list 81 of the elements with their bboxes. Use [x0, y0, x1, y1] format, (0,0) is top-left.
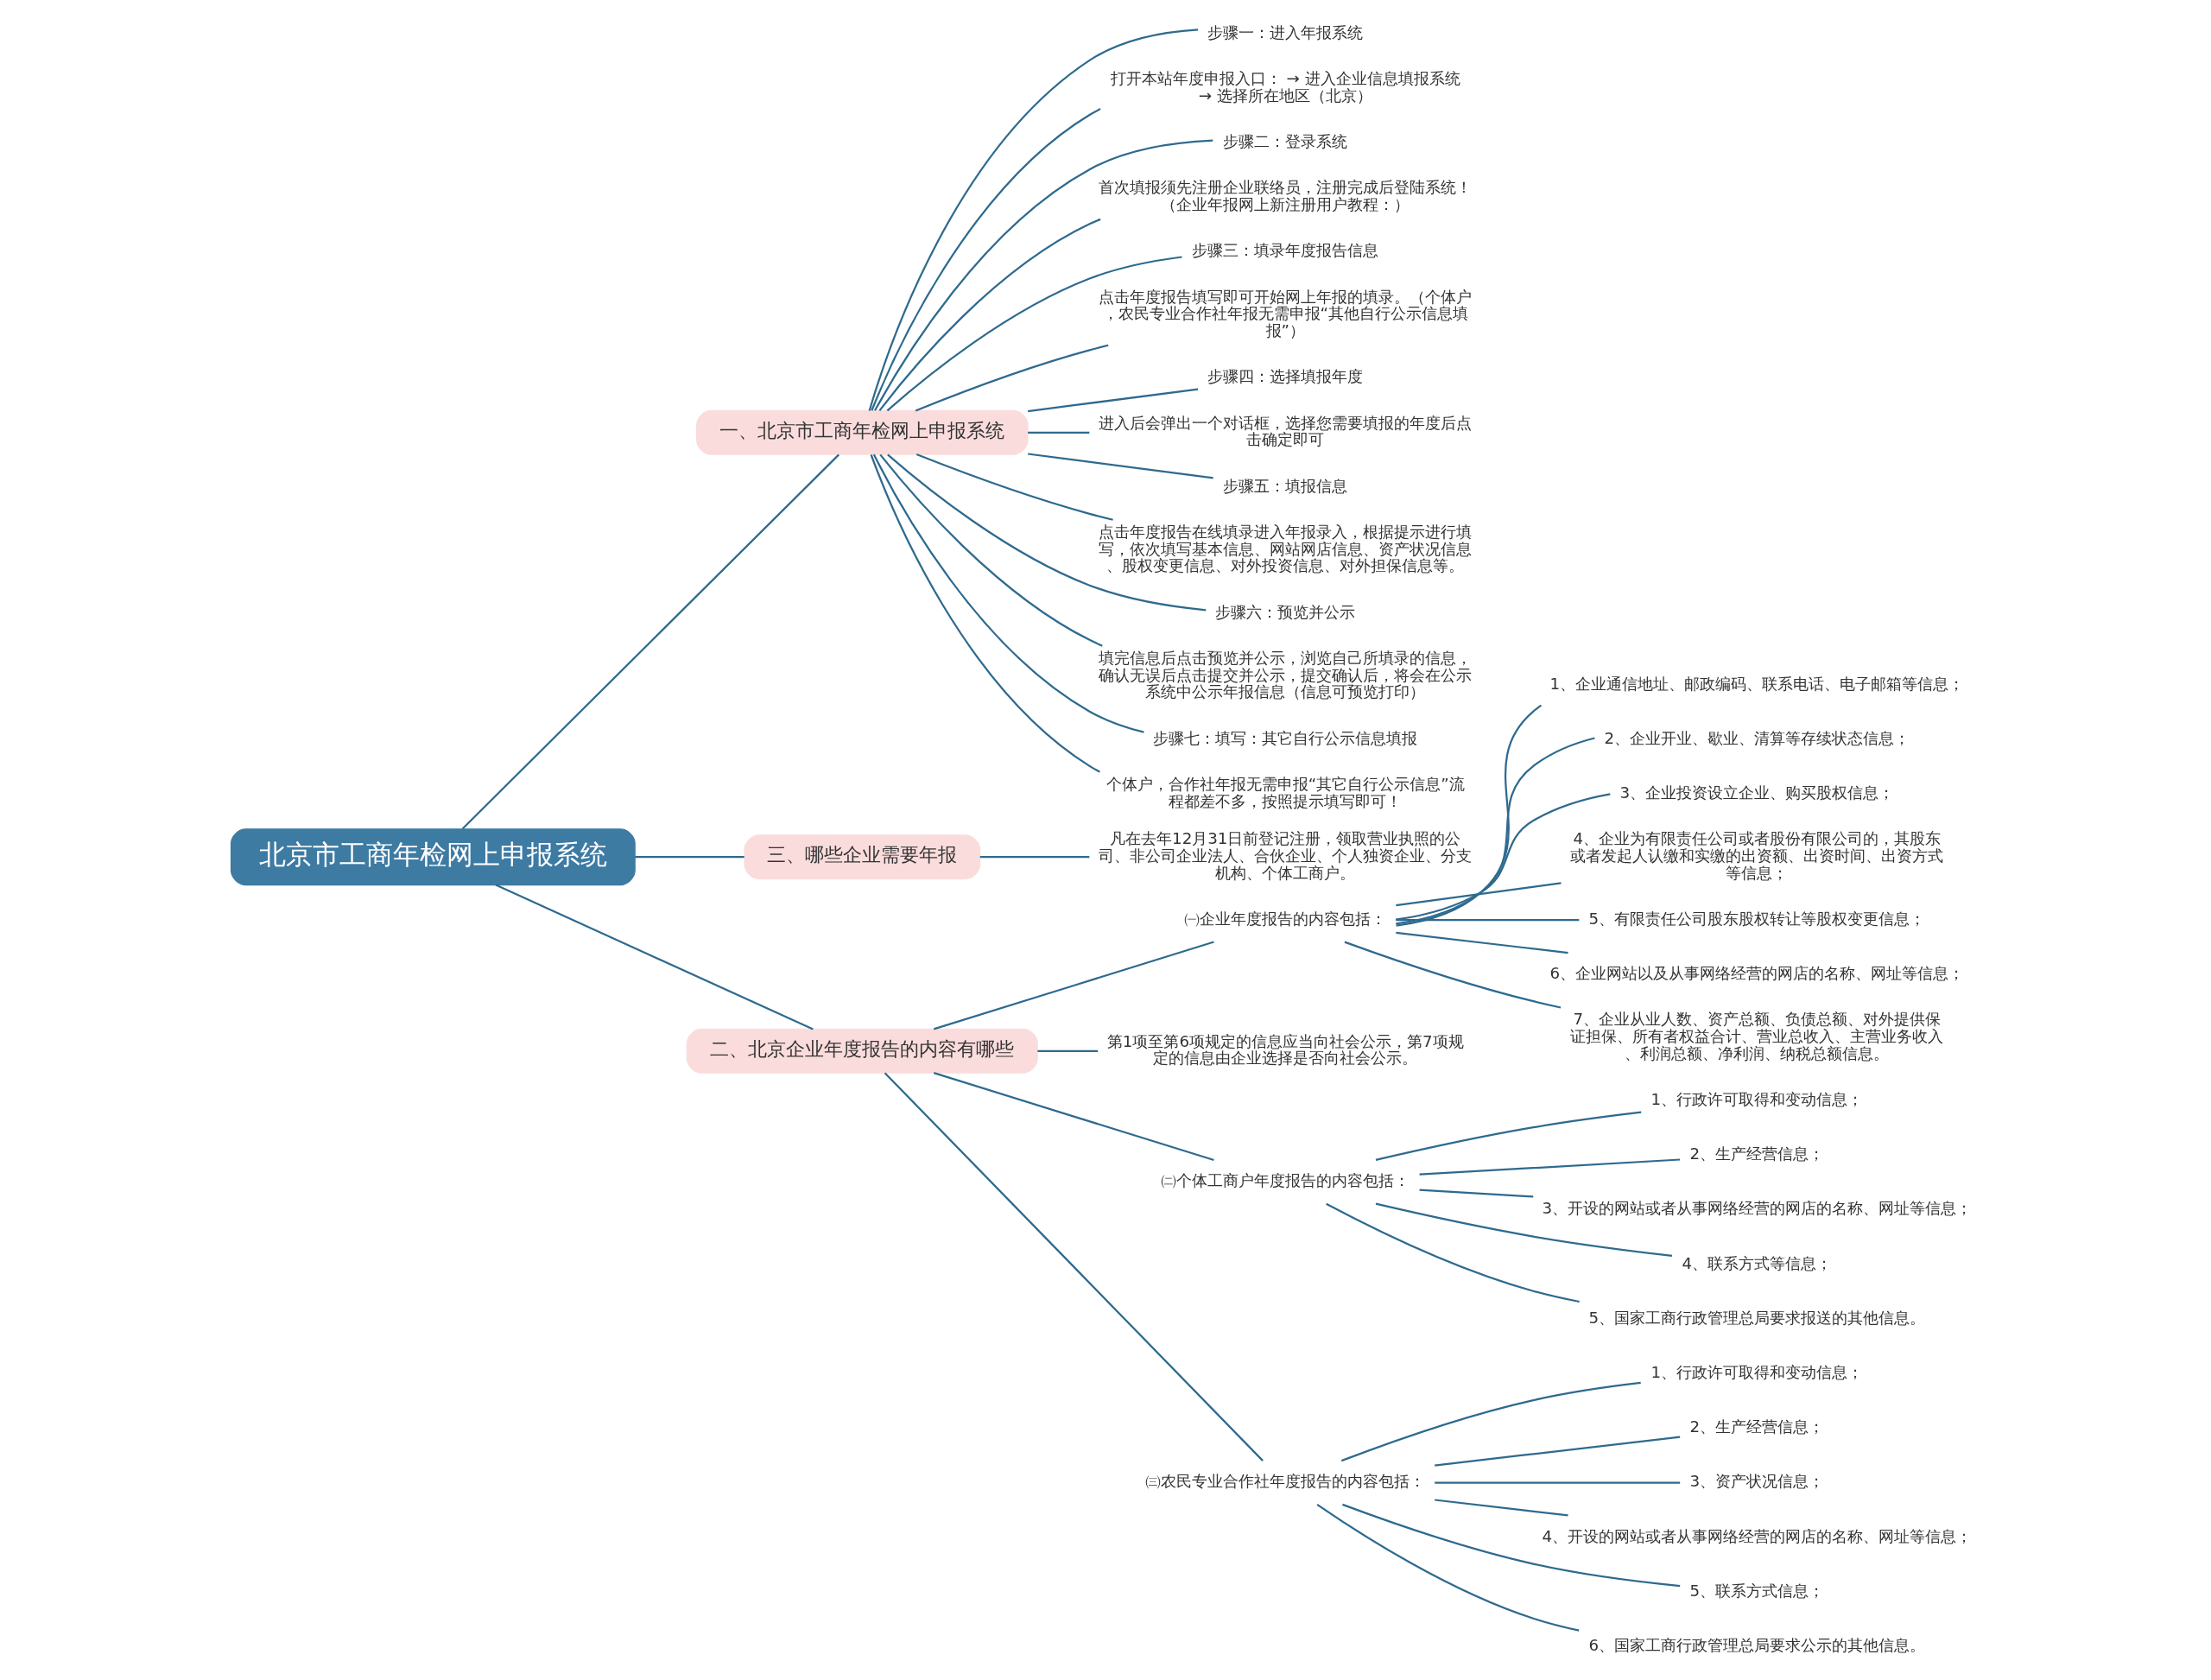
connector: [872, 453, 1144, 733]
node-text: 3、开设的网站或者从事网络经营的网店的名称、网址等信息；: [1542, 1199, 1972, 1218]
connector: [1395, 931, 1568, 954]
node-text: 6、国家工商行政管理总局要求公示的其他信息。: [1588, 1635, 1925, 1654]
node-text: 打开本站年度申报入口： → 进入企业信息填报系统 → 选择所在地区（北京）: [1110, 69, 1460, 105]
connector: [1434, 1436, 1680, 1467]
connector: [884, 1072, 1264, 1461]
connector: [933, 1072, 1214, 1162]
connector: [873, 139, 1213, 411]
connector: [461, 453, 839, 830]
connector: [1395, 704, 1542, 927]
node-text: 3、企业投资设立企业、购买股权信息；: [1619, 783, 1894, 802]
node-text: 4、企业为有限责任公司或者股份有限公司的，其股东或者发起人认缴和实缴的出资额、出资时间、出资方式等信息；: [1569, 829, 1943, 882]
connector: [1434, 1481, 1680, 1484]
connector: [1027, 453, 1213, 479]
node-text: 7、企业从业人数、资产总额、负债总额、对外提供保证担保、所有者权益合计、营业总收入、主营业务收入、利润总额、净利润、纳税总额信息。: [1569, 1010, 1943, 1062]
connector: [870, 108, 1101, 411]
connector: [634, 856, 744, 859]
node-text: 步骤二：登录系统: [1222, 132, 1347, 151]
node-text: 1、企业通信地址、邮政编码、联系电话、电子邮箱等信息；: [1549, 674, 1964, 693]
connector: [915, 453, 1113, 521]
connector: [1395, 793, 1611, 921]
connector: [1315, 1503, 1579, 1632]
connector: [933, 941, 1214, 1030]
connector: [1395, 882, 1562, 907]
node-box: 北京市工商年检网上申报系统: [230, 828, 636, 886]
node-text: 步骤三：填录年度报告信息: [1191, 241, 1378, 260]
node-text: ㈠企业年度报告的内容包括：: [1183, 909, 1386, 928]
node-text: 点击年度报告填写即可开始网上年报的填录。（个体户，农民专业合作社年报无需申报“其他自行公示信息填报”）: [1098, 287, 1472, 340]
node-text: 步骤七：填写：其它自行公示信息填报: [1152, 728, 1417, 747]
node-text: 步骤四：选择填报年度: [1207, 367, 1363, 386]
node-text: 首次填报须先注册企业联络员，注册完成后登陆系统！（企业年报网上新注册用户教程：）: [1098, 178, 1472, 214]
node-text: 1、行政许可取得和变动信息；: [1650, 1090, 1863, 1109]
node-text: 6、企业网站以及从事网络经营的网店的名称、网址等信息；: [1549, 964, 1964, 983]
connector: [868, 29, 1198, 411]
connector: [878, 218, 1101, 412]
node-text: 填完信息后点击预览并公示，浏览自己所填录的信息，确认无误后点击提交并公示，提交确认后，将会在公示系统中公示年报信息（信息可预览打印）: [1098, 649, 1472, 701]
node-text: 4、开设的网站或者从事网络经营的网店的名称、网址等信息；: [1542, 1526, 1972, 1545]
node-text: 点击年度报告在线填录进入年报录入，根据提示进行填写，依次填写基本信息、网站网店信息、资产状况信息、股权变更信息、对外投资信息、对外担保信息等。: [1098, 523, 1472, 575]
connector: [1027, 431, 1089, 434]
node-text: ㈡个体工商户年度报告的内容包括：: [1160, 1171, 1410, 1190]
connector: [1341, 1503, 1680, 1588]
node-text: 第1项至第6项规定的信息应当向社会公示，第7项规定的信息由企业选择是否向社会公示。: [1106, 1031, 1464, 1068]
connector: [1375, 1202, 1672, 1257]
node-text: 3、资产状况信息；: [1689, 1472, 1824, 1491]
node-text: 个体户，合作社年报无需申报“其它自行公示信息”流程都差不多，按照提示填写即可！: [1106, 775, 1465, 810]
connector: [1419, 1189, 1533, 1198]
connector: [1395, 737, 1595, 925]
node-text: 凡在去年12月31日前登记注册，领取营业执照的公司、非公司企业法人、合伙企业、个人独资企业、分支机构、个体工商户。: [1098, 829, 1472, 882]
connector: [495, 884, 814, 1030]
connector: [1036, 1049, 1098, 1052]
connector: [1434, 1499, 1568, 1517]
node-text: 步骤五：填报信息: [1222, 476, 1347, 495]
connector: [1344, 941, 1561, 1009]
node-text: 步骤六：预览并公示: [1214, 602, 1355, 621]
connector: [979, 856, 1089, 859]
connector: [915, 344, 1108, 412]
node-box: 三、哪些企业需要年报: [743, 834, 980, 880]
connector: [1027, 388, 1198, 413]
node-box: 一、北京市工商年检网上申报系统: [695, 409, 1029, 455]
connector: [886, 453, 1206, 612]
node-text: 4、联系方式等信息；: [1682, 1253, 1832, 1272]
node-text: 2、生产经营信息；: [1689, 1417, 1824, 1436]
node-text: 5、联系方式信息；: [1689, 1581, 1824, 1600]
node-box: 二、北京企业年度报告的内容有哪些: [686, 1028, 1038, 1074]
node-text: 进入后会弹出一个对话框，选择您需要填报的年度后点击确定即可: [1098, 413, 1472, 449]
connector: [878, 453, 1103, 647]
node-text: 2、生产经营信息；: [1689, 1144, 1824, 1163]
node-text: 2、企业开业、歇业、清算等存续状态信息；: [1604, 728, 1910, 747]
connector: [1419, 1158, 1680, 1176]
node-text: 步骤一：进入年报系统: [1207, 22, 1363, 41]
connector: [1375, 1111, 1641, 1162]
node-text: ㈢农民专业合作社年度报告的内容包括：: [1144, 1472, 1425, 1491]
connector: [1325, 1202, 1580, 1303]
node-text: 5、国家工商行政管理总局要求报送的其他信息。: [1588, 1308, 1925, 1327]
connector: [886, 256, 1182, 412]
connector: [1340, 1381, 1641, 1462]
connector: [870, 454, 1100, 773]
node-text: 1、行政许可取得和变动信息；: [1650, 1362, 1863, 1381]
connector: [1395, 919, 1579, 922]
node-text: 5、有限责任公司股东股权转让等股权变更信息；: [1588, 909, 1925, 928]
